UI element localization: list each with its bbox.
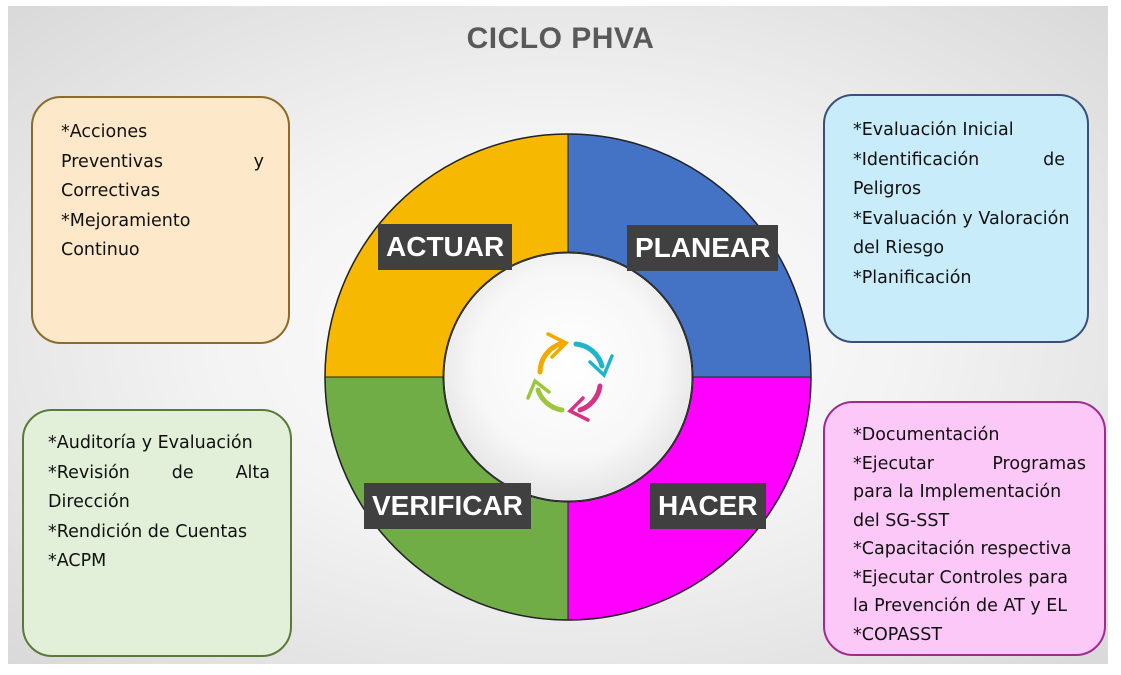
- hacer-activities-box: *Documentación *Ejecutar Programas para la …: [823, 401, 1106, 656]
- box-line: *Ejecutar Programas: [853, 450, 1086, 479]
- box-line: *Rendición de Cuentas: [48, 521, 248, 542]
- box-line-word: *Identificación: [853, 149, 980, 170]
- box-line-word: Preventivas: [61, 151, 163, 172]
- box-line-word: Programas: [992, 453, 1086, 474]
- box-line: del Riesgo: [853, 238, 945, 258]
- box-line: Correctivas: [61, 181, 160, 201]
- box-line-word: *Ejecutar: [853, 453, 934, 474]
- box-line: Preventivas y: [61, 148, 264, 178]
- box-line-word: de: [1043, 149, 1065, 170]
- box-line: *COPASST: [853, 624, 943, 645]
- box-line-word: y: [253, 151, 264, 172]
- box-line: *ACPM: [48, 551, 107, 571]
- ring-center: [445, 254, 691, 500]
- box-line: *Identificación de: [853, 146, 1065, 176]
- box-line: *Mejoramiento: [61, 210, 191, 231]
- box-line: *Evaluación y Valoración: [853, 208, 1070, 229]
- box-line: *Capacitación respectiva: [853, 539, 1072, 559]
- box-line-word: Alta: [235, 462, 270, 483]
- ring-inner-outline: [443, 252, 693, 502]
- box-line: *Evaluación Inicial: [853, 120, 1014, 140]
- box-line: Dirección: [48, 492, 130, 512]
- box-line-word: de: [171, 462, 194, 483]
- cycle-arrows-icon: [526, 332, 614, 422]
- box-line: para la Implementación: [853, 482, 1062, 502]
- box-line: *Ejecutar Controles para: [853, 567, 1068, 588]
- ring-outline: [324, 133, 812, 621]
- box-line: del SG-SST: [853, 510, 950, 531]
- box-line: la Prevención de AT y EL: [853, 596, 1068, 616]
- phase-label-verificar: VERIFICAR: [364, 483, 531, 529]
- box-line: *Acciones: [61, 122, 148, 142]
- box-line: *Auditoría y Evaluación: [48, 433, 253, 453]
- box-line: *Revisión de Alta: [48, 459, 270, 489]
- diagram-title: CICLO PHVA: [466, 22, 655, 55]
- box-line-word: *Revisión: [48, 462, 130, 483]
- box-line: *Planificación: [853, 267, 972, 288]
- phase-label-actuar: ACTUAR: [378, 224, 513, 270]
- box-line: Peligros: [853, 179, 922, 199]
- phase-label-planear: PLANEAR: [627, 225, 779, 271]
- phase-label-hacer: HACER: [650, 483, 766, 529]
- box-line: Continuo: [61, 240, 140, 260]
- box-line: *Documentación: [853, 425, 1000, 445]
